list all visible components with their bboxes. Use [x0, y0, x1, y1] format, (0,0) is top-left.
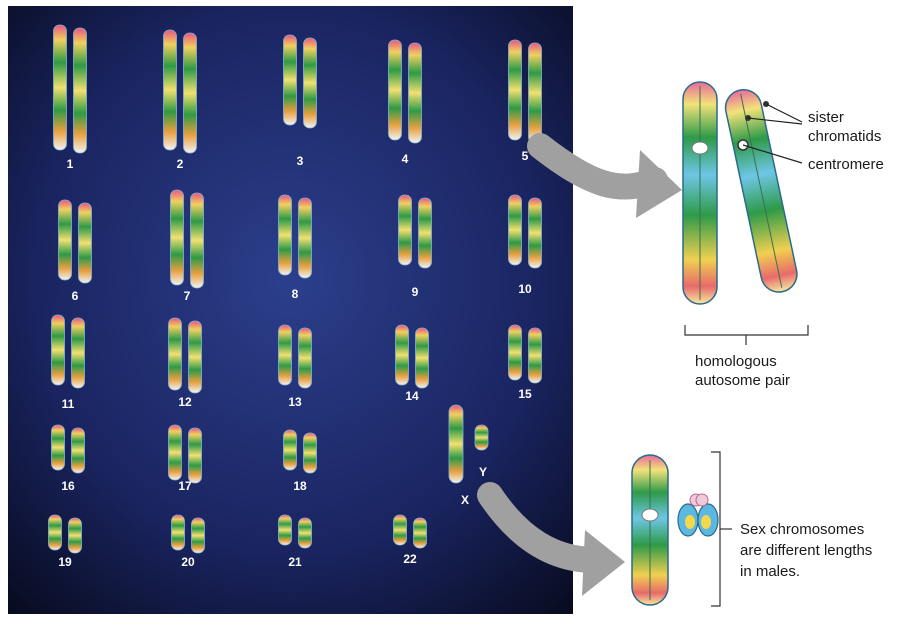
chromosome-label-5: 5: [522, 149, 529, 163]
homologous-label-1: homologous: [695, 353, 777, 370]
centromere-label: centromere: [808, 156, 884, 173]
chromosome-2-b: [183, 32, 197, 154]
chromosome-15-a: [508, 324, 522, 381]
chromosome-19-b: [68, 517, 82, 554]
chromosome-label-13: 13: [288, 395, 302, 409]
chromosome-7-b: [190, 192, 204, 289]
chromosome-label-4: 4: [402, 152, 409, 166]
sister-chromatids-leader: [765, 103, 803, 123]
sex-chromosomes-label-2: are different lengths: [740, 542, 872, 559]
chromosome-22-a: [393, 514, 407, 546]
chromosome-6-a: [58, 199, 72, 281]
chromosome-label-1: 1: [67, 157, 74, 171]
chromosome-label-19: 19: [58, 555, 72, 569]
chromosome-9-a: [398, 194, 412, 266]
chromosome-21-b: [298, 517, 312, 549]
chromosome-12-b: [188, 320, 202, 394]
chromosome-label-8: 8: [292, 287, 299, 301]
chromosome-label-10: 10: [518, 282, 532, 296]
chromosome-9-b: [418, 197, 432, 269]
chromosome-11-b: [71, 317, 85, 389]
chromosome-20-b: [191, 517, 205, 554]
chromosome-20-a: [171, 514, 185, 551]
chromosome-15-b: [528, 327, 542, 384]
chromosome-7-a: [170, 189, 184, 286]
chromosome-label-14: 14: [405, 389, 419, 403]
chromosome-label-11: 11: [62, 397, 75, 411]
chromosome-4-b: [408, 42, 422, 144]
chromosome-5-b: [528, 42, 542, 144]
upper-arrow-head: [636, 150, 682, 218]
lower-arrow: [477, 482, 608, 573]
chromosome-label-20: 20: [181, 555, 195, 569]
chromosome-6-b: [78, 202, 92, 284]
enlarged-homologous-pair: [682, 81, 798, 305]
chromosome-label-15: 15: [518, 387, 532, 401]
chromosome-22-b: [413, 517, 427, 549]
chromosome-y: [474, 424, 489, 451]
chromosome-10-a: [508, 194, 522, 266]
chromosome-label-12: 12: [178, 395, 192, 409]
homologous-label-2: autosome pair: [695, 372, 790, 389]
sister-chromatids-label-1: sister: [808, 109, 844, 126]
sex-chromosomes-label-3: in males.: [740, 563, 800, 580]
chromosome-13-a: [278, 324, 292, 386]
chromosome-14-a: [395, 324, 409, 386]
chromosome-label-9: 9: [412, 285, 419, 299]
chromosome-label-x: X: [461, 493, 469, 507]
chromosome-18-a: [283, 429, 297, 471]
chromosome-10-b: [528, 197, 542, 269]
chromosome-3-a: [283, 34, 297, 126]
chromosome-8-b: [298, 197, 312, 279]
chromosome-1-b: [73, 27, 87, 154]
chromosome-3-b: [303, 37, 317, 129]
chromosome-4-a: [388, 39, 402, 141]
chromosome-17-b: [188, 427, 202, 484]
chromosome-19-a: [48, 514, 62, 551]
chromosome-label-17: 17: [178, 479, 192, 493]
chromosome-label-18: 18: [293, 479, 307, 493]
chromosome-12-a: [168, 317, 182, 391]
chromosome-label-7: 7: [184, 289, 191, 303]
chromosome-label-22: 22: [403, 552, 417, 566]
sister-chromatids-label-2: chromatids: [808, 128, 881, 145]
chromosome-17-a: [168, 424, 182, 481]
karyotype-chromosomes: [48, 24, 542, 554]
sister-chromatids-leader-2: [747, 117, 803, 125]
chromosome-2-a: [163, 29, 177, 151]
chromosome-label-6: 6: [72, 289, 79, 303]
chromosome-1-a: [53, 24, 67, 151]
chromosome-label-21: 21: [288, 555, 302, 569]
enlarged-sex-chromosomes: [631, 454, 719, 606]
chromosome-16-a: [51, 424, 65, 471]
chromosome-label-y: Y: [479, 465, 487, 479]
lower-arrow-head: [582, 530, 625, 596]
chromosome-8-a: [278, 194, 292, 276]
chromosome-5-a: [508, 39, 522, 141]
homologous-bracket: [684, 325, 809, 336]
chromosome-label-3: 3: [297, 154, 304, 168]
chromosome-16-b: [71, 427, 85, 474]
chromosome-x: [448, 404, 464, 484]
chromosome-14-b: [415, 327, 429, 389]
chromosome-11-a: [51, 314, 65, 386]
centromere-leader: [742, 144, 803, 164]
chromosome-21-a: [278, 514, 292, 546]
sex-chromosomes-label-1: Sex chromosomes: [740, 521, 864, 538]
chromosome-18-b: [303, 432, 317, 474]
chromosome-label-16: 16: [61, 479, 75, 493]
chromosome-13-b: [298, 327, 312, 389]
chromosome-label-2: 2: [177, 157, 184, 171]
